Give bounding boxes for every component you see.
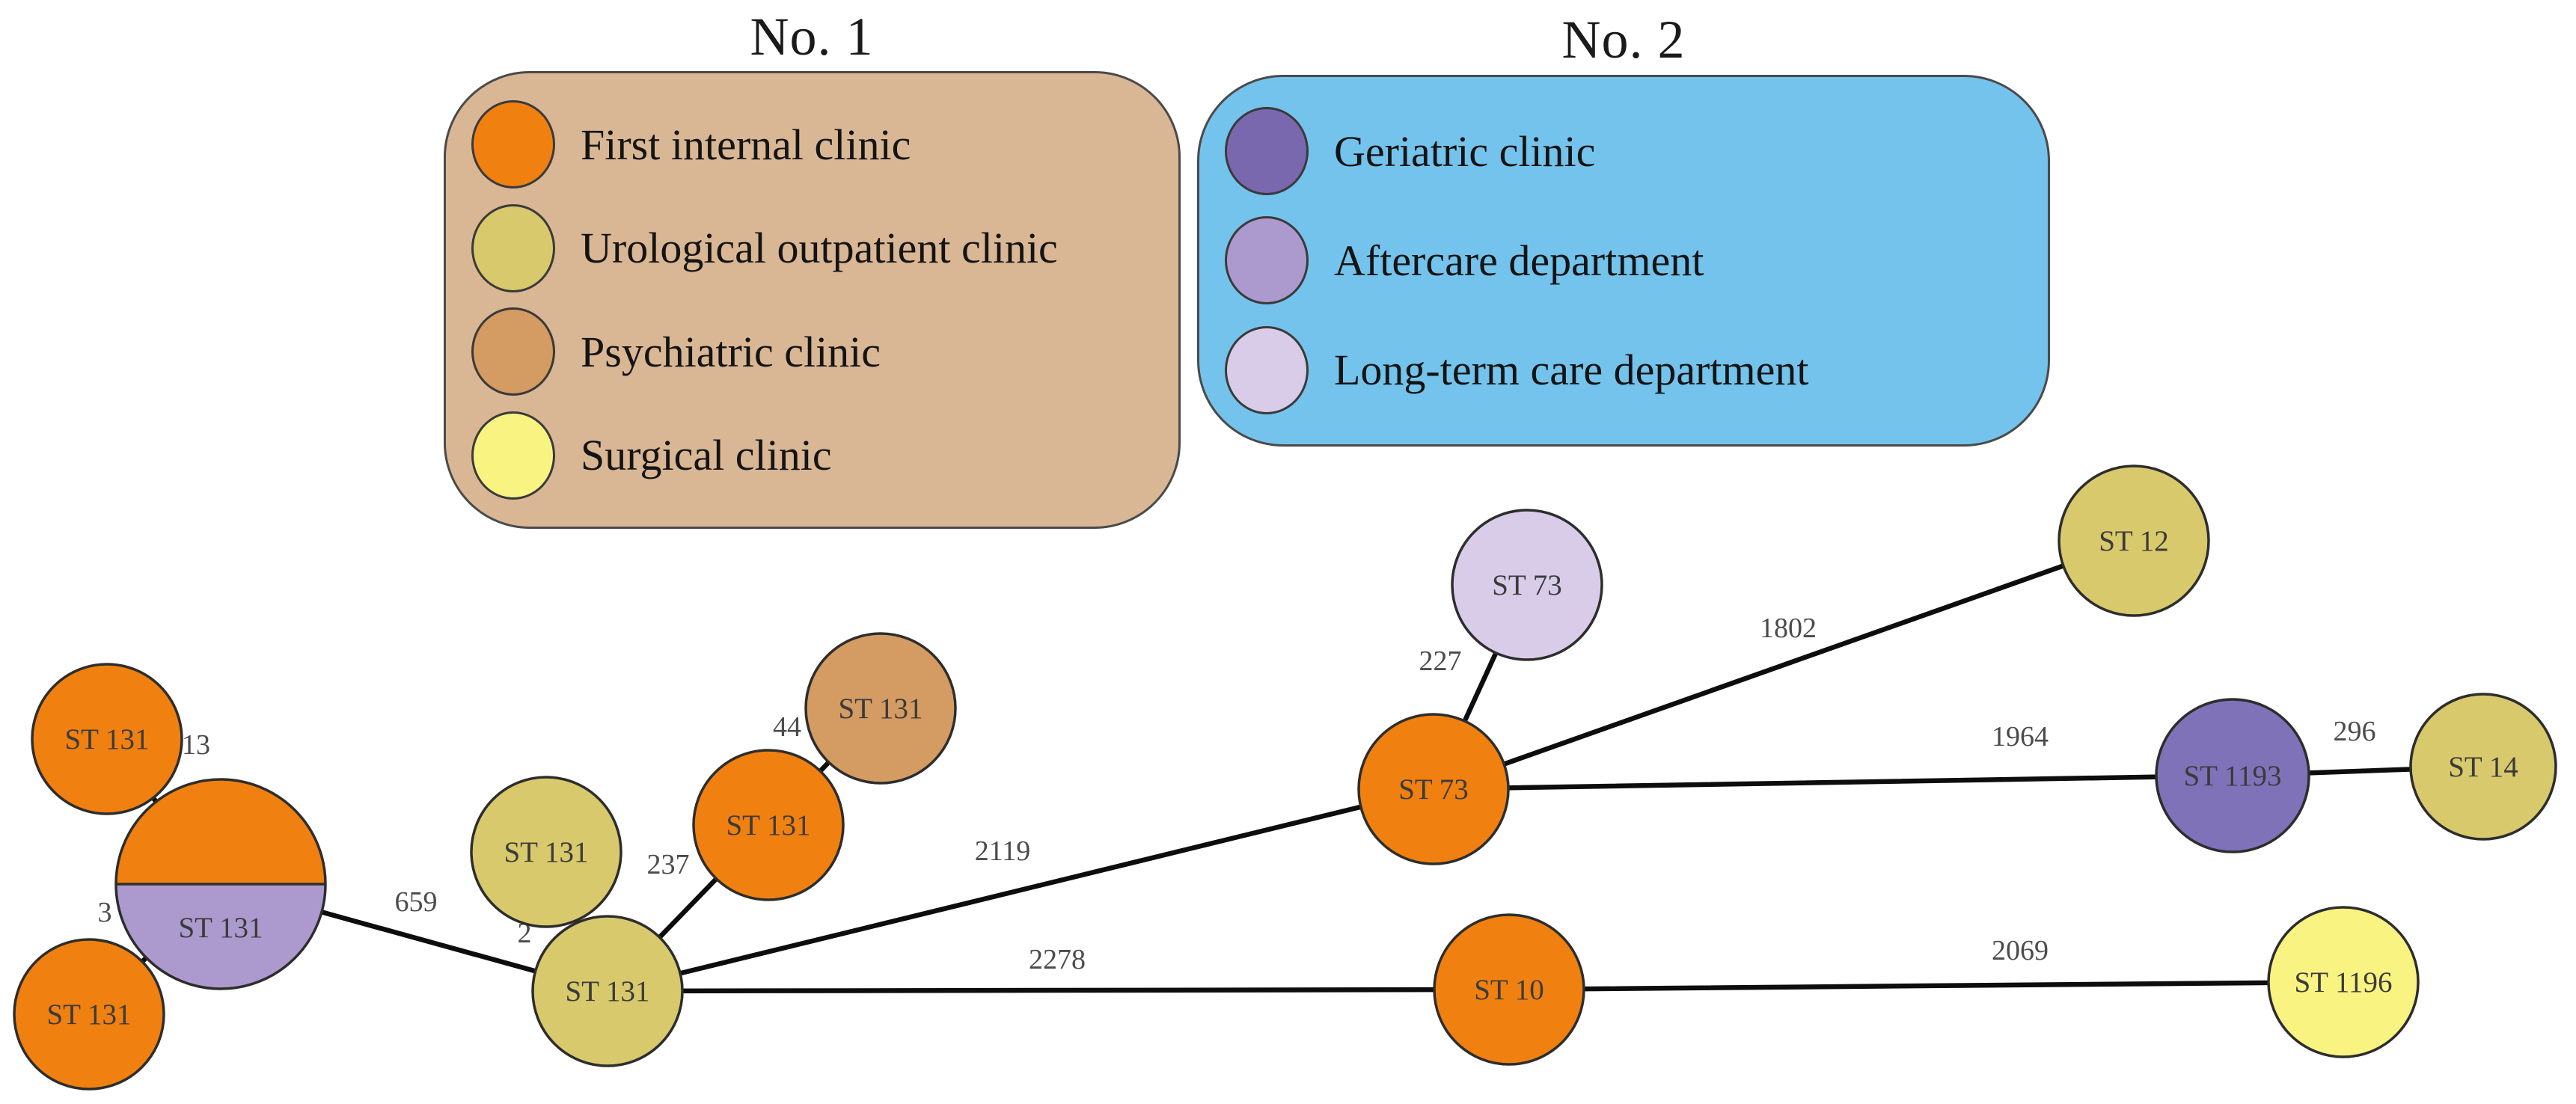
graph-node-st-131: ST 131 [804, 632, 957, 785]
node-st-label: ST 131 [178, 912, 263, 944]
node-top-half [116, 779, 325, 884]
graph-node-st-73: ST 73 [1357, 713, 1510, 865]
edge-distance-label: 1964 [1992, 721, 2049, 752]
node-st-label: ST 131 [64, 723, 149, 755]
graph-node-st-14: ST 14 [2409, 693, 2557, 841]
graph-node-st-131: ST 131 [31, 663, 183, 815]
edge-distance-label: 2278 [1029, 944, 1086, 975]
node-circle [692, 749, 845, 901]
node-st-label: ST 131 [46, 999, 131, 1031]
graph-node-st-10: ST 10 [1433, 913, 1585, 1066]
clinic-color-swatch-icon [471, 307, 555, 396]
graph-node-st-131: ST 131 [470, 776, 622, 928]
graph-node-st-131: ST 131 [692, 749, 845, 901]
node-st-label: ST 10 [1474, 974, 1544, 1006]
edge-distance-label: 296 [2334, 716, 2376, 747]
graph-edge-n5-n13 [605, 987, 1512, 994]
edge-distance-label: 659 [395, 886, 438, 918]
clinic-color-swatch-icon [1225, 325, 1309, 414]
legend-hospital-1: First internal clinic Urological outpati… [444, 71, 1181, 529]
legend-hospital-2: Geriatric clinic Aftercare department Lo… [1197, 75, 2050, 447]
node-st-label: ST 73 [1492, 569, 1562, 601]
clinic-label: Long-term care department [1334, 346, 1809, 395]
node-circle [2058, 464, 2210, 617]
graph-node-st-12: ST 12 [2058, 464, 2210, 617]
legend-item-urological-outpatient-clinic: Urological outpatient clinic [471, 203, 1156, 292]
node-circle [1451, 509, 1603, 661]
node-st-label: ST 73 [1398, 773, 1469, 806]
node-st-label: ST 12 [2099, 525, 2169, 557]
edge-distance-label: 2119 [975, 835, 1031, 867]
node-circle [13, 938, 165, 1091]
edge-distance-label: 227 [1419, 645, 1462, 677]
legend-1-title: No. 1 [750, 7, 874, 67]
graph-node-st-1193: ST 1193 [2155, 698, 2310, 853]
node-circle [2155, 698, 2310, 853]
graph-edge-n13-n14 [1506, 979, 2346, 993]
graph-node-st-1196: ST 1196 [2267, 906, 2420, 1058]
node-st-label: ST 131 [838, 693, 923, 725]
clinic-label: Geriatric clinic [1334, 126, 1596, 176]
node-circle [531, 915, 684, 1067]
node-circle [2267, 906, 2420, 1058]
legend-item-surgical-clinic: Surgical clinic [471, 411, 1156, 500]
clinic-color-swatch-icon [1225, 107, 1309, 196]
node-circle [2409, 693, 2557, 841]
graph-node-st-73: ST 73 [1451, 509, 1603, 661]
node-st-label: ST 131 [726, 809, 810, 841]
edge-distance-label: 44 [773, 711, 801, 743]
node-circle [470, 776, 622, 928]
edge-distance-label: 237 [647, 849, 690, 880]
node-st-label: ST 14 [2448, 751, 2518, 783]
edge-distance-label: 1802 [1760, 613, 1817, 644]
node-outline [114, 778, 327, 990]
clinic-label: First internal clinic [581, 120, 911, 169]
clinic-color-swatch-icon [471, 203, 555, 292]
node-st-label: ST 131 [565, 975, 649, 1008]
clinic-label: Aftercare department [1334, 236, 1704, 285]
legend-2-title: No. 2 [1561, 10, 1686, 70]
graph-edge-n5-n9 [605, 786, 1437, 994]
legend-item-first-internal-clinic: First internal clinic [471, 100, 1156, 189]
edge-distance-label: 3 [98, 897, 112, 928]
graph-node-st-131: ST 131 [114, 778, 327, 990]
node-circle [1357, 713, 1510, 865]
clinic-color-swatch-icon [1225, 216, 1309, 305]
node-st-label: ST 1196 [2294, 966, 2392, 999]
legend-item-psychiatric-clinic: Psychiatric clinic [471, 307, 1156, 396]
graph-edge-n9-n11 [1431, 773, 2236, 792]
node-circle [804, 632, 957, 785]
clinic-label: Surgical clinic [581, 431, 832, 480]
legend-item-long-term-care-department: Long-term care department [1225, 325, 2025, 414]
graph-edge-n9-n10 [1431, 538, 2137, 792]
legend-item-geriatric-clinic: Geriatric clinic [1225, 107, 2025, 196]
clinic-color-swatch-icon [471, 100, 555, 189]
legend-item-aftercare-department: Aftercare department [1225, 216, 2025, 305]
node-circle [1433, 913, 1585, 1066]
node-circle [31, 663, 183, 815]
graph-node-st-131: ST 131 [13, 938, 165, 1091]
edge-distance-label: 2069 [1992, 935, 2049, 966]
edge-distance-label: 13 [182, 729, 210, 761]
node-bottom-half [116, 884, 325, 989]
node-st-label: ST 1193 [2183, 760, 2281, 792]
clinic-color-swatch-icon [471, 411, 555, 500]
clinic-label: Urological outpatient clinic [581, 224, 1058, 273]
node-st-label: ST 131 [504, 836, 588, 868]
clinic-label: Psychiatric clinic [581, 327, 881, 376]
graph-node-st-131: ST 131 [531, 915, 684, 1067]
